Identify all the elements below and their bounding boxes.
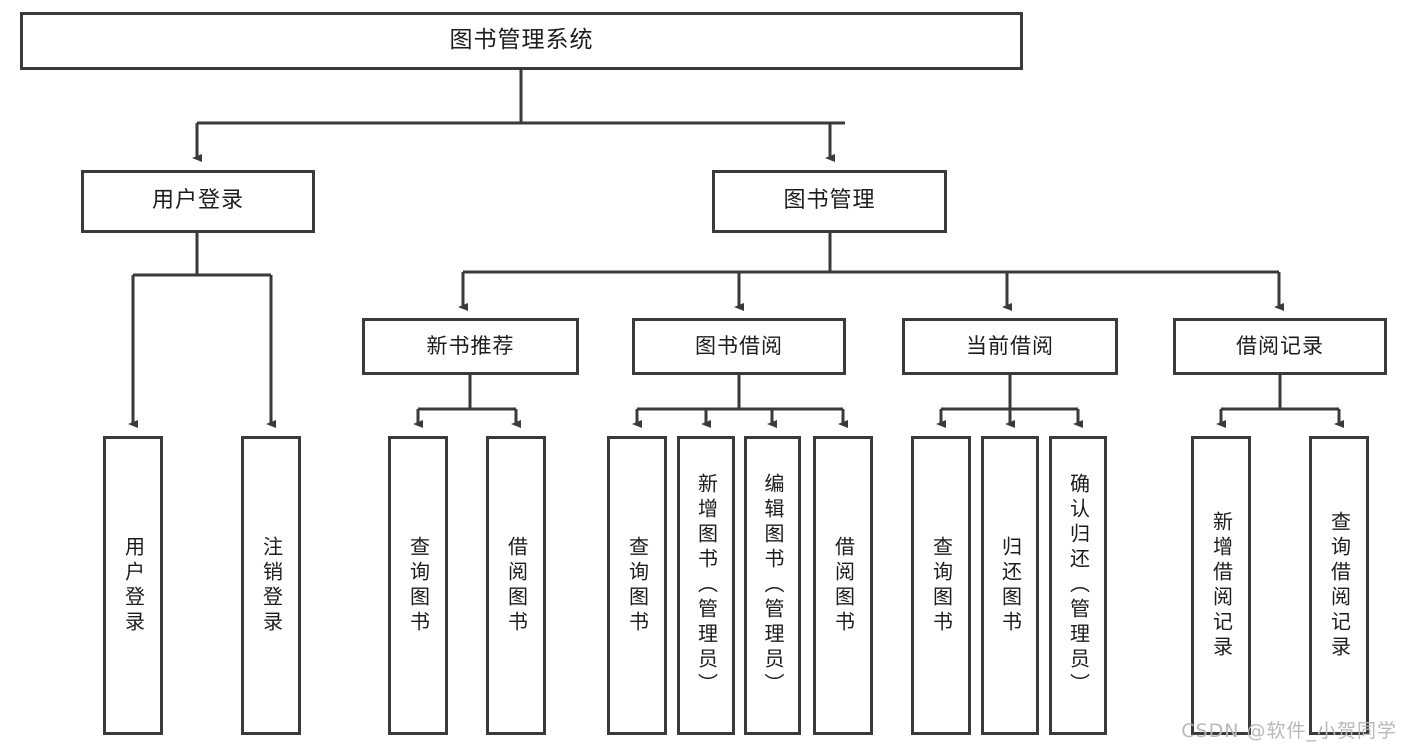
leaf-user-login-logout[interactable]: 注销登录 bbox=[241, 436, 301, 735]
node-label: 图书管理 bbox=[783, 188, 876, 214]
node-user-login[interactable]: 用户登录 bbox=[81, 170, 315, 233]
leaf-new-book-borrow[interactable]: 借阅图书 bbox=[486, 436, 546, 735]
node-label: 确认归还（管理员） bbox=[1066, 473, 1091, 698]
node-label: 新增借阅记录 bbox=[1209, 510, 1234, 661]
leaf-borrow-borrow-book[interactable]: 借阅图书 bbox=[813, 436, 873, 735]
node-label: 新书推荐 bbox=[426, 333, 515, 358]
node-label: 注销登录 bbox=[259, 535, 284, 636]
node-label: 查询借阅记录 bbox=[1327, 510, 1352, 661]
node-label: 编辑图书（管理员） bbox=[761, 473, 785, 698]
node-label: 查询图书 bbox=[406, 535, 431, 636]
node-label: 查询图书 bbox=[625, 535, 650, 636]
node-label: 图书管理系统 bbox=[449, 27, 594, 54]
node-label: 用户登录 bbox=[151, 188, 244, 214]
leaf-user-login-login[interactable]: 用户登录 bbox=[103, 436, 163, 735]
leaf-borrow-query-book[interactable]: 查询图书 bbox=[607, 436, 667, 735]
leaf-record-add-record[interactable]: 新增借阅记录 bbox=[1191, 436, 1251, 735]
node-current-borrow[interactable]: 当前借阅 bbox=[902, 318, 1118, 375]
leaf-borrow-edit-book-admin[interactable]: 编辑图书（管理员） bbox=[744, 436, 801, 735]
node-label: 图书借阅 bbox=[695, 333, 783, 358]
leaf-current-query-book[interactable]: 查询图书 bbox=[911, 436, 971, 735]
node-borrow-record[interactable]: 借阅记录 bbox=[1173, 318, 1387, 375]
node-label: 归还图书 bbox=[998, 535, 1023, 636]
node-root-library-system[interactable]: 图书管理系统 bbox=[20, 12, 1023, 70]
node-new-book-recommend[interactable]: 新书推荐 bbox=[362, 318, 579, 375]
leaf-borrow-add-book-admin[interactable]: 新增图书（管理员） bbox=[677, 436, 735, 735]
leaf-new-book-query[interactable]: 查询图书 bbox=[388, 436, 448, 735]
leaf-record-query-record[interactable]: 查询借阅记录 bbox=[1309, 436, 1369, 735]
node-label: 借阅图书 bbox=[831, 535, 856, 636]
node-label: 借阅记录 bbox=[1236, 333, 1324, 358]
node-label: 用户登录 bbox=[121, 535, 146, 636]
node-label: 借阅图书 bbox=[504, 535, 529, 636]
leaf-current-confirm-return-admin[interactable]: 确认归还（管理员） bbox=[1049, 436, 1107, 735]
node-label: 查询图书 bbox=[929, 535, 954, 636]
node-book-management[interactable]: 图书管理 bbox=[712, 170, 947, 233]
leaf-current-return-book[interactable]: 归还图书 bbox=[981, 436, 1039, 735]
node-book-borrow[interactable]: 图书借阅 bbox=[632, 318, 846, 375]
node-label: 当前借阅 bbox=[966, 333, 1054, 358]
csdn-watermark: CSDN @软件_小贺同学 bbox=[1181, 720, 1397, 742]
node-label: 新增图书（管理员） bbox=[694, 473, 719, 698]
